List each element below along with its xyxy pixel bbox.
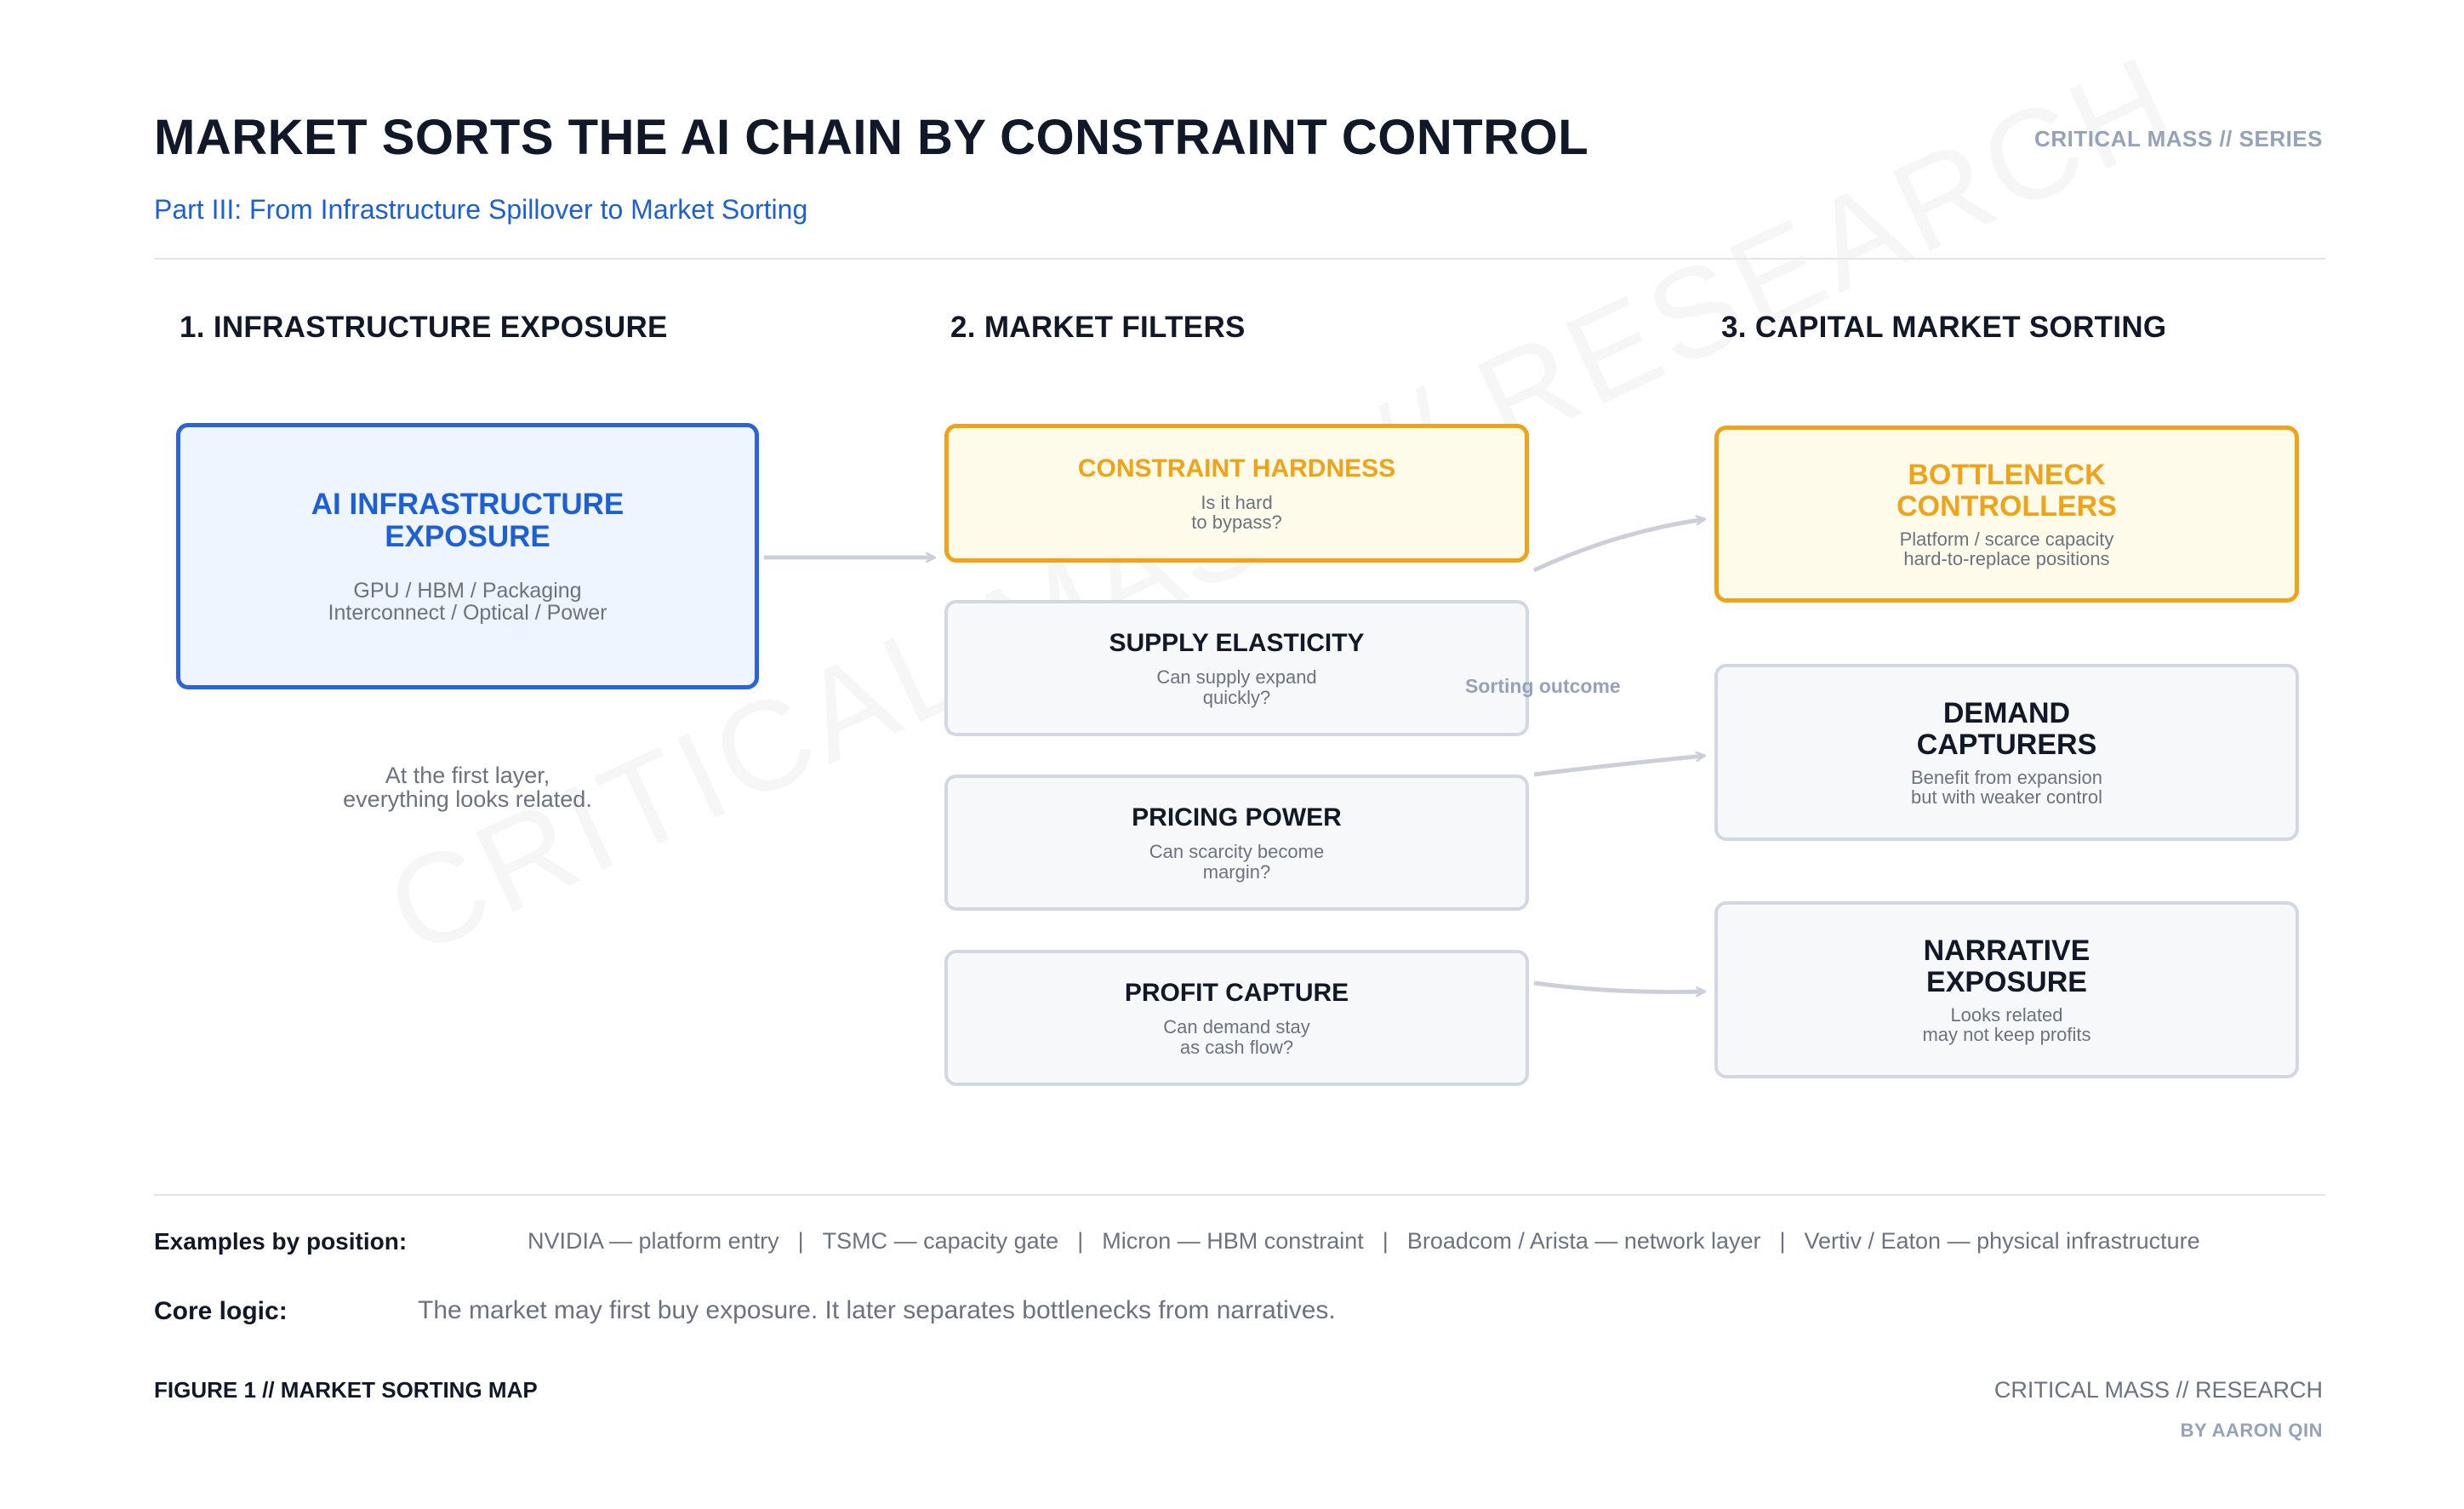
outcome-subtitle: Looks related may not keep profits bbox=[1922, 1004, 2091, 1046]
example-separator: | bbox=[797, 1228, 804, 1254]
filter-card-supply-elasticity: SUPPLY ELASTICITY Can supply expand quic… bbox=[944, 600, 1529, 736]
filter-card-profit-capture: PROFIT CAPTURE Can demand stay as cash f… bbox=[944, 950, 1529, 1086]
arrow-to-demand-capturers bbox=[1533, 756, 1704, 777]
outcome-card-bottleneck-controllers: BOTTLENECK CONTROLLERS Platform / scarce… bbox=[1714, 426, 2299, 603]
example-item: NVIDIA — platform entry bbox=[528, 1228, 779, 1254]
section-heading-infrastructure: 1. INFRASTRUCTURE EXPOSURE bbox=[180, 311, 668, 344]
filter-subtitle: Can supply expand quickly? bbox=[1156, 666, 1317, 708]
outcome-card-demand-capturers: DEMAND CAPTURERS Benefit from expansion … bbox=[1714, 664, 2299, 841]
filter-card-constraint-hardness: CONSTRAINT HARDNESS Is it hard to bypass… bbox=[944, 424, 1529, 563]
author-credit: BY AARON QIN bbox=[2180, 1420, 2323, 1441]
outcome-subtitle: Platform / scarce capacity hard-to-repla… bbox=[1899, 529, 2114, 570]
outcome-title: BOTTLENECK CONTROLLERS bbox=[1896, 458, 2117, 523]
ai-infrastructure-exposure-title: AI INFRASTRUCTURE EXPOSURE bbox=[311, 487, 625, 554]
filter-title: PRICING POWER bbox=[1132, 803, 1342, 832]
example-separator: | bbox=[1779, 1228, 1786, 1254]
outcome-card-narrative-exposure: NARRATIVE EXPOSURE Looks related may not… bbox=[1714, 901, 2299, 1078]
page-subtitle: Part III: From Infrastructure Spillover … bbox=[154, 194, 808, 225]
section-heading-filters: 2. MARKET FILTERS bbox=[950, 311, 1246, 344]
filter-subtitle: Is it hard to bypass? bbox=[1191, 491, 1282, 533]
filter-card-pricing-power: PRICING POWER Can scarcity become margin… bbox=[944, 775, 1529, 911]
examples-label: Examples by position: bbox=[154, 1228, 408, 1255]
filter-subtitle: Can demand stay as cash flow? bbox=[1163, 1016, 1310, 1058]
filter-title: CONSTRAINT HARDNESS bbox=[1077, 454, 1396, 483]
exposure-note: At the first layer, everything looks rel… bbox=[343, 763, 592, 813]
example-item: Vertiv / Eaton — physical infrastructure bbox=[1804, 1228, 2200, 1254]
section-heading-sorting: 3. CAPITAL MARKET SORTING bbox=[1721, 311, 2167, 344]
arrow-to-bottleneck-controllers bbox=[1532, 519, 1704, 573]
outcome-subtitle: Benefit from expansion but with weaker c… bbox=[1910, 767, 2103, 809]
bottom-divider bbox=[154, 1194, 2325, 1196]
filter-subtitle: Can scarcity become margin? bbox=[1149, 841, 1325, 883]
example-separator: | bbox=[1077, 1228, 1084, 1254]
filter-title: PROFIT CAPTURE bbox=[1124, 979, 1349, 1008]
series-tag: CRITICAL MASS // SERIES bbox=[2034, 126, 2323, 151]
page-title: MARKET SORTS THE AI CHAIN BY CONSTRAINT … bbox=[154, 110, 1589, 165]
sorting-outcome-label: Sorting outcome bbox=[1465, 675, 1621, 697]
example-item: Micron — HBM constraint bbox=[1102, 1228, 1364, 1254]
filter-title: SUPPLY ELASTICITY bbox=[1109, 629, 1365, 658]
outcome-title: DEMAND CAPTURERS bbox=[1916, 696, 2097, 761]
example-item: Broadcom / Arista — network layer bbox=[1406, 1228, 1761, 1254]
arrow-to-narrative-exposure bbox=[1533, 980, 1704, 992]
ai-infrastructure-exposure-subtitle: GPU / HBM / Packaging Interconnect / Opt… bbox=[328, 578, 607, 625]
research-credit: CRITICAL MASS // RESEARCH bbox=[1993, 1377, 2323, 1403]
figure-label: FIGURE 1 // MARKET SORTING MAP bbox=[154, 1377, 538, 1403]
header-divider bbox=[154, 258, 2325, 260]
examples-list: NVIDIA — platform entry | TSMC — capacit… bbox=[528, 1228, 2200, 1255]
example-item: TSMC — capacity gate bbox=[822, 1228, 1059, 1254]
ai-infrastructure-exposure-card: AI INFRASTRUCTURE EXPOSURE GPU / HBM / P… bbox=[176, 423, 759, 689]
example-separator: | bbox=[1382, 1228, 1389, 1254]
core-logic-label: Core logic: bbox=[154, 1297, 288, 1325]
outcome-title: NARRATIVE EXPOSURE bbox=[1923, 934, 2090, 998]
core-logic-text: The market may first buy exposure. It la… bbox=[418, 1296, 1336, 1324]
